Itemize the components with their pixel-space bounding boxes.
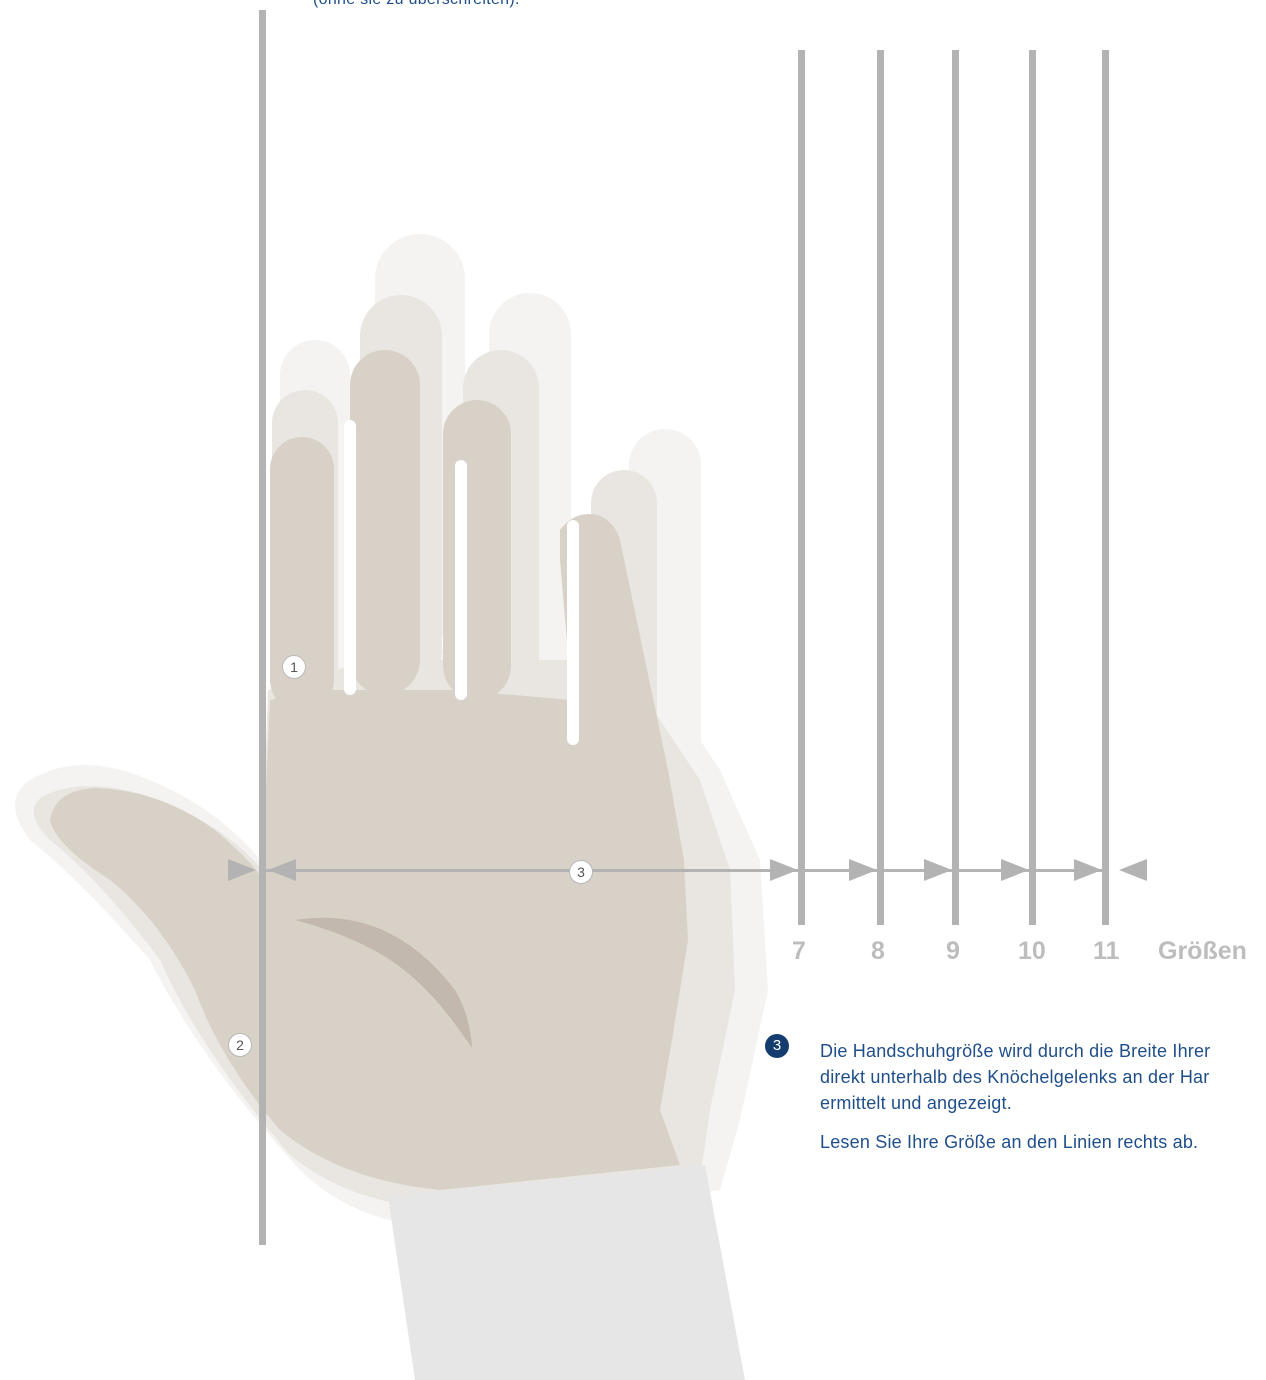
instruction-text: Die Handschuhgröße wird durch die Breite…: [820, 1038, 1266, 1155]
sizes-caption: Größen: [1158, 937, 1247, 966]
arrowhead-size-8: [849, 859, 877, 881]
instruction-line-4: Lesen Sie Ihre Größe an den Linien recht…: [820, 1129, 1266, 1155]
size-label-8: 8: [871, 937, 885, 966]
arrowhead-size-7: [770, 859, 798, 881]
size-line-8: [877, 50, 884, 925]
instruction-line-3: ermittelt und angezeigt.: [820, 1090, 1266, 1116]
size-line-11: [1102, 50, 1109, 925]
size-line-9: [952, 50, 959, 925]
arrowhead-right-end: [1119, 859, 1147, 881]
top-note-text: (ohne sie zu überschreiten).: [313, 0, 520, 9]
reference-line-left: [259, 10, 266, 1245]
arrowhead-size-9: [924, 859, 952, 881]
size-line-7: [798, 50, 805, 925]
size-label-9: 9: [946, 937, 960, 966]
instruction-line-2: direkt unterhalb des Knöchelgelenks an d…: [820, 1064, 1266, 1090]
size-line-10: [1029, 50, 1036, 925]
arrowhead-size-10: [1001, 859, 1029, 881]
arrowhead-size-11: [1074, 859, 1102, 881]
size-lines: [798, 50, 1109, 925]
marker-2-badge: 2: [228, 1033, 252, 1057]
marker-3-badge: 3: [569, 860, 593, 884]
instruction-line-1: Die Handschuhgröße wird durch die Breite…: [820, 1038, 1266, 1064]
marker-1-badge: 1: [282, 655, 306, 679]
size-label-7: 7: [792, 937, 806, 966]
sleeve: [388, 1165, 745, 1380]
size-label-10: 10: [1018, 937, 1046, 966]
step-number-badge: 3: [765, 1034, 789, 1058]
hand-silhouette: [50, 350, 688, 1190]
size-label-11: 11: [1093, 937, 1119, 966]
